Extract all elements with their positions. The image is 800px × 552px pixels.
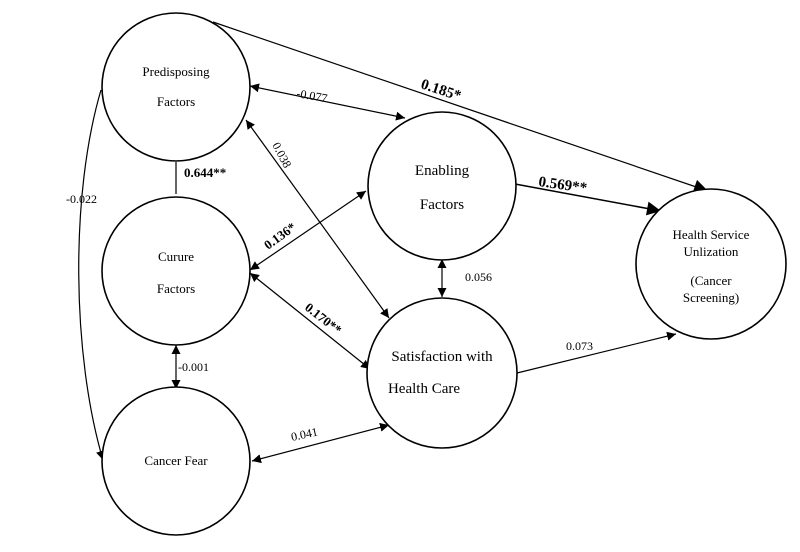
- edge-satisfaction-utilization: [516, 331, 677, 374]
- edge-cancer-fear-satisfaction: [251, 422, 390, 464]
- node-label: Predisposing: [142, 64, 210, 79]
- coef-enabling-satisfaction: 0.056: [465, 270, 492, 284]
- node-health-service-utilization: Health Service Unlization (Cancer Screen…: [635, 188, 787, 340]
- node-label: Factors: [157, 94, 195, 109]
- coef-satisfaction-utilization: 0.073: [566, 339, 593, 353]
- coef-predisposing-satisfaction: 0.038: [269, 140, 294, 170]
- edge-predisposing-cancer-fear: [78, 89, 105, 461]
- node-enabling-factors: Enabling Factors: [367, 111, 517, 261]
- node-label: Enabling: [415, 163, 470, 179]
- coef-predisposing-cancer-fear: -0.022: [66, 192, 97, 206]
- coef-enabling-utilization: 0.569**: [537, 174, 588, 197]
- node-label: Curure: [158, 249, 194, 264]
- node-label: Cancer Fear: [144, 453, 208, 468]
- coef-predisposing-culture: 0.644**: [184, 165, 226, 180]
- edge-predisposing-satisfaction: [245, 119, 390, 319]
- edge-predisposing-enabling: [249, 83, 406, 121]
- node-label: Satisfaction with: [391, 349, 493, 365]
- edge-culture-satisfaction: [249, 272, 371, 370]
- node-predisposing-factors: Predisposing Factors: [101, 12, 251, 162]
- node-label: Health Care: [388, 381, 460, 397]
- edge-enabling-utilization: [514, 183, 662, 216]
- edge-culture-enabling: [249, 190, 367, 271]
- node-culture-factors: Curure Factors: [101, 196, 251, 346]
- node-label: Health Service: [673, 227, 750, 242]
- node-cancer-fear: Cancer Fear: [101, 386, 251, 536]
- coef-culture-cancer-fear: -0.001: [178, 360, 209, 374]
- coef-cancer-fear-satisfaction: 0.041: [290, 425, 319, 444]
- coef-culture-enabling: 0.136*: [261, 219, 299, 252]
- node-label: Screening): [683, 290, 739, 305]
- node-satisfaction-health-care: Satisfaction with Health Care: [366, 297, 518, 449]
- coef-predisposing-enabling: -0.077: [295, 86, 328, 105]
- node-label: (Cancer: [690, 273, 732, 288]
- node-label: Unlization: [684, 244, 739, 259]
- node-label: Factors: [157, 281, 195, 296]
- node-label: Factors: [420, 197, 464, 213]
- edge-predisposing-utilization: [212, 21, 709, 194]
